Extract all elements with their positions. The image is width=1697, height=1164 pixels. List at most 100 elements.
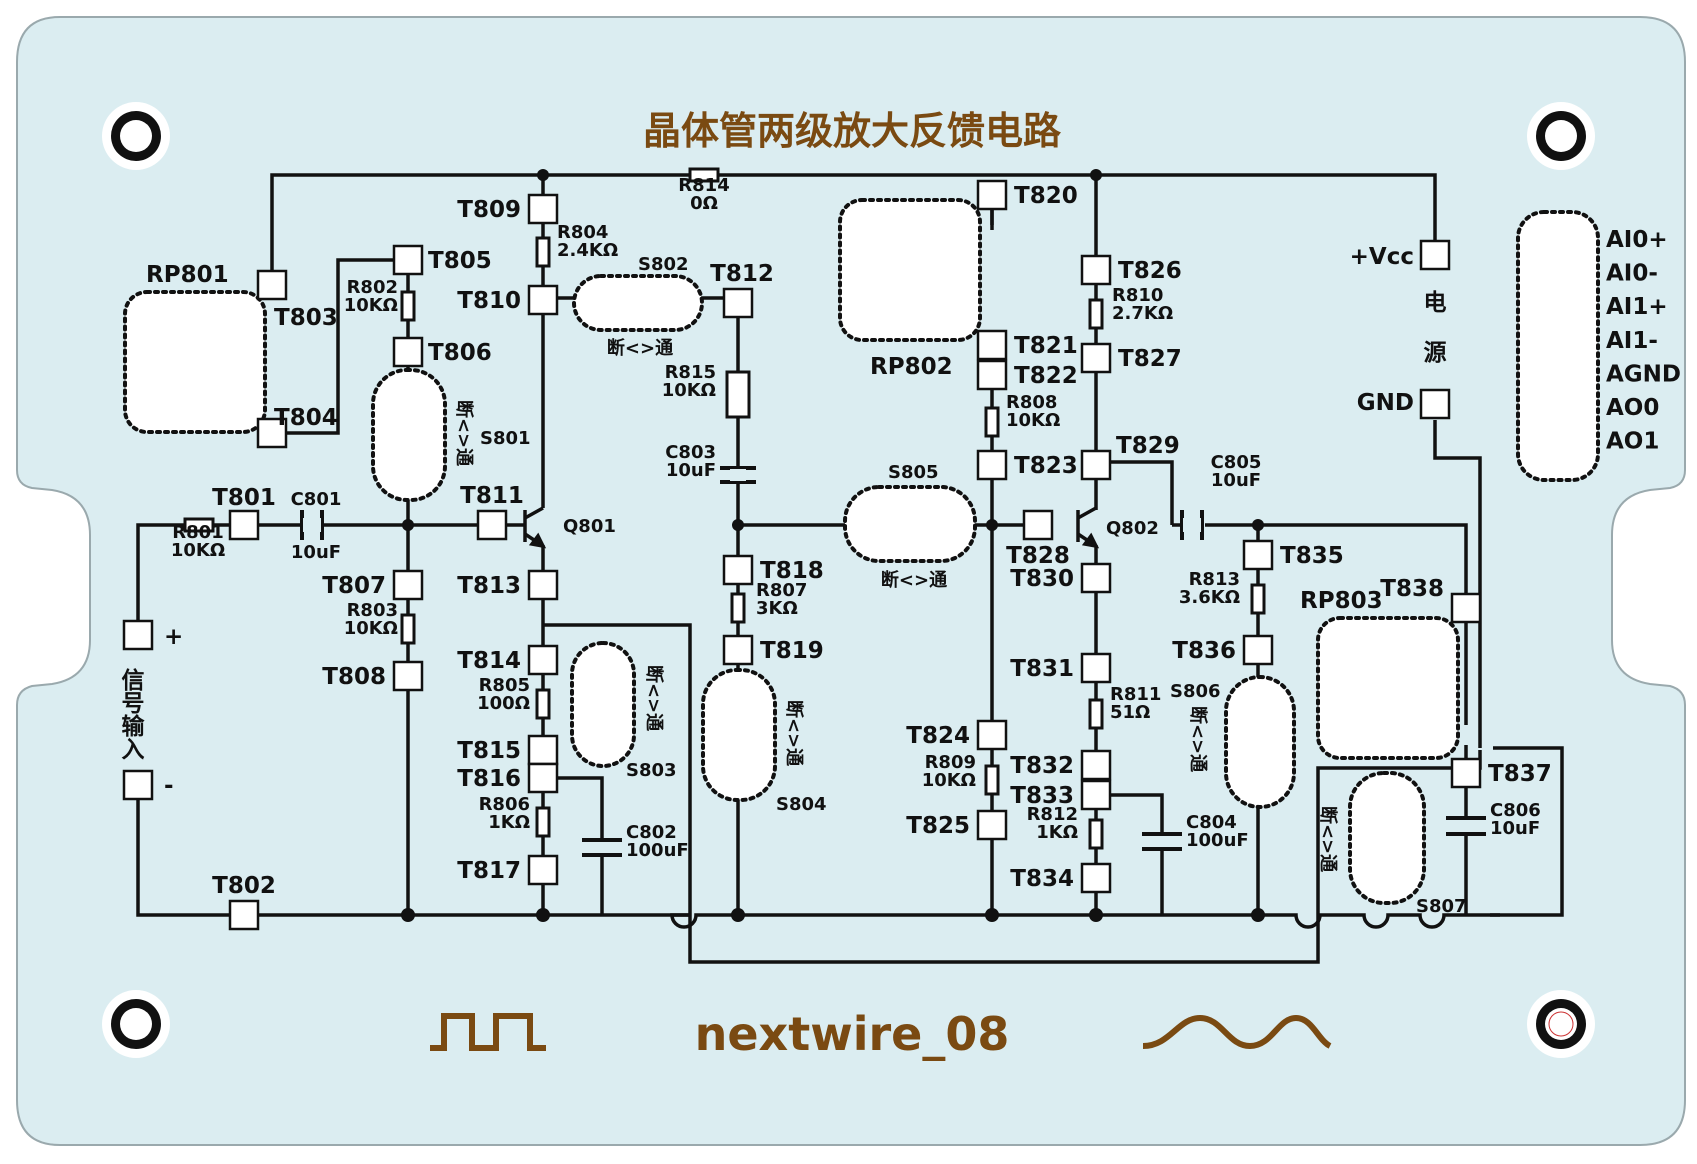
test-point-label: T824 [906, 723, 970, 749]
test-point-t826[interactable] [1080, 254, 1112, 286]
capacitor-C805 [1180, 510, 1204, 540]
test-point-t814[interactable] [527, 644, 559, 676]
component-value-c801: 10uF [291, 542, 341, 563]
component-value-c803: 10uF [666, 460, 716, 481]
switch-S803[interactable] [570, 641, 636, 768]
switch-S807[interactable] [1348, 771, 1426, 905]
switch-label-s807: S807 [1416, 896, 1467, 917]
test-point-t805[interactable] [392, 244, 424, 276]
io-connector[interactable] [1516, 210, 1600, 482]
potentiometer-label-rp801: RP801 [146, 262, 229, 288]
potentiometer-RP802[interactable] [838, 198, 982, 342]
component-ref-c802: C802 [626, 822, 677, 843]
test-point-t833[interactable] [1080, 779, 1112, 811]
signal-input-plus-pad[interactable] [122, 619, 154, 651]
switch-label-s804: S804 [776, 794, 827, 815]
component-ref-r810: R810 [1112, 285, 1163, 306]
component-ref-r808: R808 [1006, 392, 1057, 413]
component-ref-c804: C804 [1186, 812, 1237, 833]
resistor-R809 [984, 764, 1000, 796]
resistor-R806 [535, 806, 551, 838]
io-pin-label: AO1 [1606, 429, 1659, 455]
test-point-t825[interactable] [976, 809, 1008, 841]
signal-input-minus-pad[interactable] [122, 769, 154, 801]
capacitor-C803 [720, 466, 756, 484]
test-point-t827[interactable] [1080, 342, 1112, 374]
test-point-t829[interactable] [1080, 449, 1112, 481]
component-value-c806: 10uF [1490, 818, 1540, 839]
test-point-t828[interactable] [1022, 509, 1054, 541]
signal-input-plus: + [164, 624, 183, 650]
component-ref-r804: R804 [557, 222, 608, 243]
test-point-label: T832 [1010, 753, 1074, 779]
transistor-Q802 [1076, 506, 1100, 549]
test-point-label: T808 [322, 664, 386, 690]
mounting-hole-icon [102, 102, 170, 170]
test-point-t812[interactable] [722, 287, 754, 319]
switch-S806[interactable] [1224, 675, 1296, 809]
test-point-t806[interactable] [392, 336, 424, 368]
test-point-label: T820 [1014, 183, 1078, 209]
test-point-t823[interactable] [976, 449, 1008, 481]
switch-toggle-label: 断<>通 [1317, 806, 1339, 872]
test-point-t824[interactable] [976, 719, 1008, 751]
power-vcc-label: +Vcc [1350, 244, 1414, 270]
test-point-t818[interactable] [722, 554, 754, 586]
mounting-hole-icon [102, 990, 170, 1058]
test-point-t813[interactable] [527, 569, 559, 601]
component-ref-r807: R807 [756, 580, 807, 601]
power-label: 源 [1424, 340, 1447, 366]
switch-toggle-label: 断<>通 [453, 400, 475, 466]
io-pin-label: AI1+ [1606, 294, 1668, 320]
test-point-t817[interactable] [527, 854, 559, 886]
transistor-label-q801: Q801 [563, 516, 616, 537]
potentiometer-RP803[interactable] [1316, 616, 1460, 760]
vcc-pad[interactable] [1419, 239, 1451, 271]
component-value-r806: 1KΩ [488, 812, 530, 833]
switch-S801[interactable] [371, 368, 447, 502]
test-point-t830[interactable] [1080, 562, 1112, 594]
test-point-label: T809 [457, 197, 521, 223]
test-point-t822[interactable] [976, 359, 1008, 391]
test-point-t835[interactable] [1242, 539, 1274, 571]
test-point-t836[interactable] [1242, 634, 1274, 666]
capacitor-C804 [1142, 832, 1182, 851]
test-point-t811[interactable] [476, 509, 508, 541]
test-point-t809[interactable] [527, 193, 559, 225]
test-point-t802[interactable] [228, 899, 260, 931]
test-point-t804[interactable] [256, 417, 288, 449]
test-point-t834[interactable] [1080, 862, 1112, 894]
test-point-t837[interactable] [1450, 757, 1482, 789]
potentiometer-RP801[interactable] [123, 290, 267, 434]
test-point-t803[interactable] [256, 269, 288, 301]
test-point-label: T834 [1010, 866, 1074, 892]
test-point-t816[interactable] [527, 762, 559, 794]
component-ref-c806: C806 [1490, 800, 1541, 821]
test-point-label: T826 [1118, 258, 1182, 284]
test-point-label: T821 [1014, 333, 1078, 359]
test-point-t819[interactable] [722, 634, 754, 666]
test-point-t807[interactable] [392, 569, 424, 601]
io-pin-label: AI1- [1606, 328, 1658, 354]
test-point-t815[interactable] [527, 734, 559, 766]
test-point-label: T803 [274, 305, 338, 331]
component-value-r813: 3.6KΩ [1179, 587, 1240, 608]
test-point-t801[interactable] [228, 509, 260, 541]
gnd-pad[interactable] [1419, 388, 1451, 420]
test-point-t838[interactable] [1450, 592, 1482, 624]
component-value-r802: 10KΩ [344, 295, 398, 316]
switch-toggle-label: 断<>通 [643, 665, 665, 731]
test-point-t821[interactable] [976, 329, 1008, 361]
switch-S805[interactable] [843, 485, 977, 563]
component-value-r810: 2.7KΩ [1112, 303, 1173, 324]
test-point-t831[interactable] [1080, 652, 1112, 684]
test-point-label: T829 [1116, 433, 1180, 459]
switch-S804[interactable] [701, 668, 777, 802]
test-point-label: T825 [906, 813, 970, 839]
test-point-t808[interactable] [392, 660, 424, 692]
test-point-t820[interactable] [976, 179, 1008, 211]
switch-S802[interactable] [572, 274, 704, 332]
test-point-label: T814 [457, 648, 521, 674]
test-point-t832[interactable] [1080, 749, 1112, 781]
test-point-t810[interactable] [527, 284, 559, 316]
